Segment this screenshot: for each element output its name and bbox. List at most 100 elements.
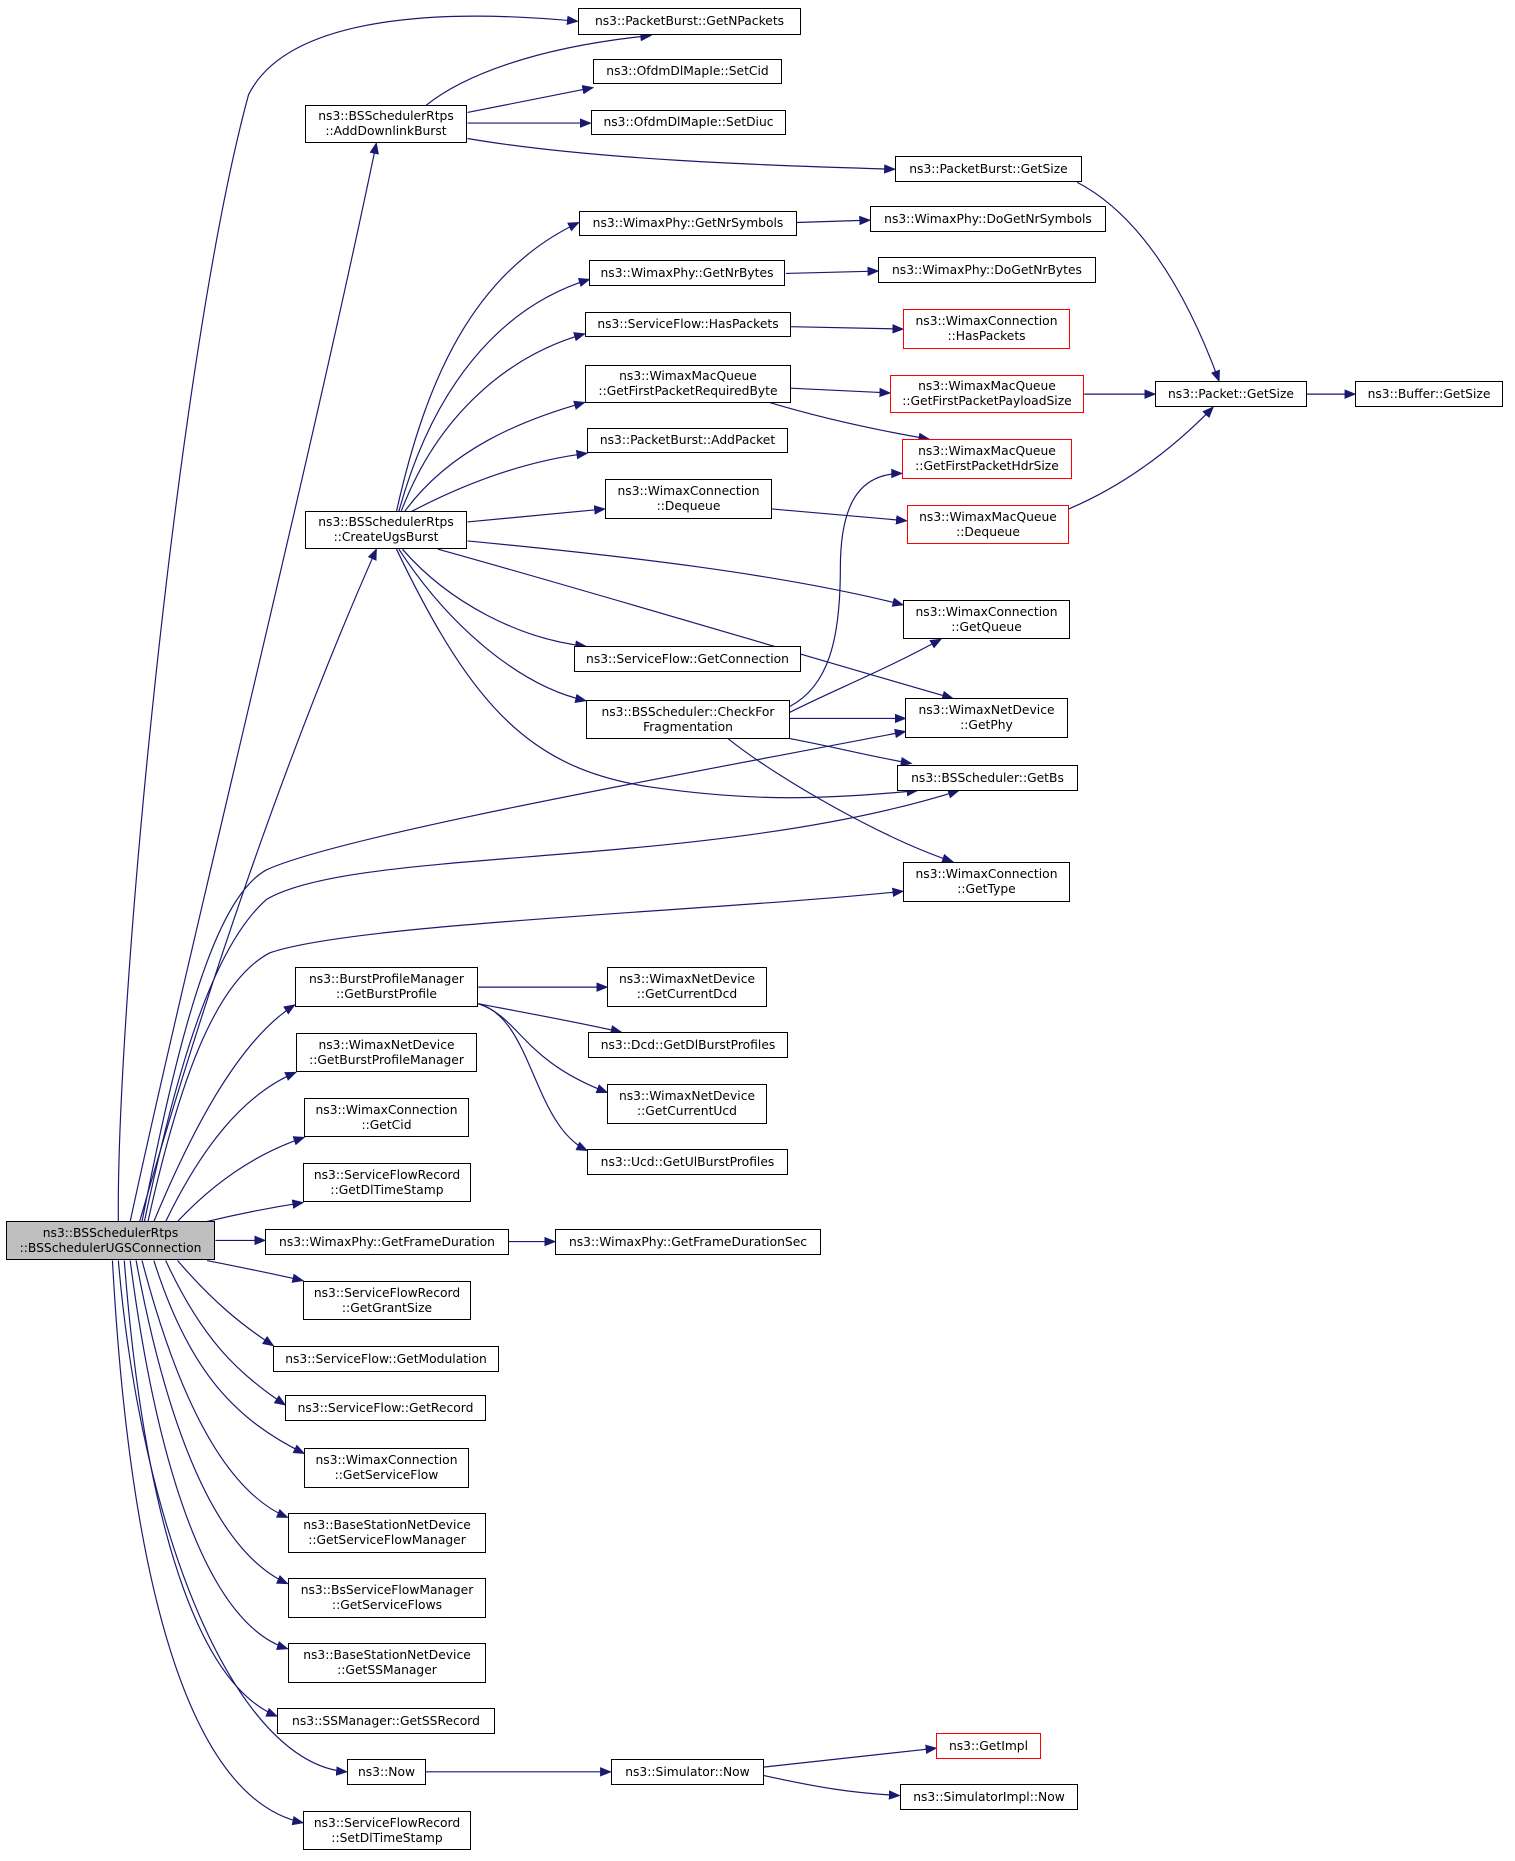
node-buffer-getsize[interactable]: ns3::Buffer::GetSize xyxy=(1355,381,1503,407)
edge-adb-to-pbgetsize xyxy=(467,137,896,174)
node-label-line: ns3::WimaxPhy::DoGetNrBytes xyxy=(892,262,1082,277)
edge-cff-to-hdrsize xyxy=(789,468,904,708)
node-add-downlink-burst[interactable]: ns3::BSSchedulerRtps::AddDownlinkBurst xyxy=(305,105,467,143)
edge-root-to-getserviceflowmanager xyxy=(141,1260,289,1518)
node-basestationnetdevice-getserviceflowmanager[interactable]: ns3::BaseStationNetDevice::GetServiceFlo… xyxy=(288,1513,486,1553)
node-label-line: ns3::ServiceFlowRecord xyxy=(313,1285,461,1300)
node-wimaxphy-getframeduration[interactable]: ns3::WimaxPhy::GetFrameDuration xyxy=(265,1229,509,1255)
node-label-line: ns3::BSSchedulerRtps xyxy=(42,1225,179,1240)
edge-cub-to-getnrbytes xyxy=(398,277,591,512)
node-ofdmdlmapie-setdiuc[interactable]: ns3::OfdmDlMapIe::SetDiuc xyxy=(591,110,786,135)
node-label-line: ::GetType xyxy=(957,882,1016,896)
node-label-line: ns3::WimaxMacQueue xyxy=(919,509,1057,524)
node-dcd-getdlburstprofiles[interactable]: ns3::Dcd::GetDlBurstProfiles xyxy=(588,1032,788,1058)
node-label-line: ns3::GetImpl xyxy=(948,1738,1029,1753)
edge-root-to-adddownlinkburst xyxy=(129,142,379,1222)
node-wimaxconnection-getcid[interactable]: ns3::WimaxConnection::GetCid xyxy=(304,1098,469,1137)
node-ofdmdlmapie-setcid[interactable]: ns3::OfdmDlMapIe::SetCid xyxy=(593,59,782,84)
node-serviceflowrecord-getdltimestamp[interactable]: ns3::ServiceFlowRecord::GetDlTimeStamp xyxy=(303,1163,471,1202)
node-wimaxconnection-getserviceflow[interactable]: ns3::WimaxConnection::GetServiceFlow xyxy=(304,1448,469,1488)
node-wimaxconnection-getqueue[interactable]: ns3::WimaxConnection::GetQueue xyxy=(903,600,1070,639)
edge-rb-to-payloadsize xyxy=(790,387,892,398)
node-wimaxconnection-gettype[interactable]: ns3::WimaxConnection::GetType xyxy=(903,862,1070,902)
node-label-line: ::CreateUgsBurst xyxy=(333,530,439,544)
node-wimaxphy-dogetnrbytes[interactable]: ns3::WimaxPhy::DoGetNrBytes xyxy=(878,257,1096,283)
node-label-line: ns3::ServiceFlow::GetModulation xyxy=(285,1351,487,1366)
node-label-line: ns3::OfdmDlMapIe::SetCid xyxy=(606,64,769,78)
node-label-line: ::Dequeue xyxy=(656,499,721,513)
node-label-line: ns3::ServiceFlowRecord xyxy=(313,1815,461,1830)
node-serviceflow-getmodulation[interactable]: ns3::ServiceFlow::GetModulation xyxy=(273,1346,499,1372)
edge-bpm-to-getdlburstprofiles xyxy=(478,1003,623,1035)
node-bsserviceflowmanager-getserviceflows[interactable]: ns3::BsServiceFlowManager::GetServiceFlo… xyxy=(288,1578,486,1618)
node-label-line: ns3::WimaxNetDevice xyxy=(618,1089,756,1103)
node-packetburst-addpacket[interactable]: ns3::PacketBurst::AddPacket xyxy=(587,428,788,453)
edge-rb-to-hdrsize xyxy=(769,401,931,442)
edge-wmqdequeue-to-packetgetsize xyxy=(1068,406,1215,510)
node-bsscheduler-getbs[interactable]: ns3::BSScheduler::GetBs xyxy=(897,765,1078,791)
node-wimaxconnection-dequeue[interactable]: ns3::WimaxConnection::Dequeue xyxy=(605,479,772,519)
node-packetburst-getsize[interactable]: ns3::PacketBurst::GetSize xyxy=(895,156,1082,182)
node-label-line: ns3::Buffer::GetSize xyxy=(1367,386,1491,401)
node-label-line: ::HasPackets xyxy=(947,329,1026,343)
node-label-line: ns3::BSScheduler::CheckFor xyxy=(601,704,775,719)
edge-simnow-to-getimpl xyxy=(763,1744,938,1768)
node-wimaxphy-dogetnrsymbols[interactable]: ns3::WimaxPhy::DoGetNrSymbols xyxy=(870,206,1106,232)
node-wimaxnetdevice-getcurrentucd[interactable]: ns3::WimaxNetDevice::GetCurrentUcd xyxy=(607,1084,767,1124)
node-serviceflow-getconnection[interactable]: ns3::ServiceFlow::GetConnection xyxy=(574,646,801,672)
node-serviceflowrecord-getgrantsize[interactable]: ns3::ServiceFlowRecord::GetGrantSize xyxy=(303,1281,471,1320)
edge-pbgetsize-to-packetgetsize xyxy=(1076,181,1220,383)
node-label-line: ns3::WimaxPhy::GetNrBytes xyxy=(600,265,774,280)
node-label-line: ns3::ServiceFlowRecord xyxy=(313,1167,461,1182)
node-wimaxnetdevice-getcurrentdcd[interactable]: ns3::WimaxNetDevice::GetCurrentDcd xyxy=(607,967,767,1007)
node-label-line: ::GetCurrentUcd xyxy=(637,1104,737,1118)
node-ssmanager-getssrecord[interactable]: ns3::SSManager::GetSSRecord xyxy=(277,1708,495,1734)
node-simulator-now[interactable]: ns3::Simulator::Now xyxy=(611,1759,764,1785)
node-create-ugs-burst[interactable]: ns3::BSSchedulerRtps::CreateUgsBurst xyxy=(305,511,467,549)
edge-root-to-getphy xyxy=(141,728,907,1222)
node-wimaxphy-getframedurationsec[interactable]: ns3::WimaxPhy::GetFrameDurationSec xyxy=(555,1229,821,1255)
edge-nrsym-to-dogetnrsymbols xyxy=(796,215,872,226)
node-serviceflow-getrecord[interactable]: ns3::ServiceFlow::GetRecord xyxy=(285,1395,486,1421)
edge-root-to-getbs xyxy=(143,789,960,1222)
node-label-line: ::GetServiceFlowManager xyxy=(308,1533,466,1547)
edge-adb-to-getnpackets xyxy=(425,31,653,106)
node-serviceflowrecord-setdltimestamp[interactable]: ns3::ServiceFlowRecord::SetDlTimeStamp xyxy=(303,1811,471,1850)
node-wimaxconnection-haspackets[interactable]: ns3::WimaxConnection::HasPackets xyxy=(903,309,1070,349)
node-packet-getsize[interactable]: ns3::Packet::GetSize xyxy=(1155,381,1307,407)
node-wimaxmacqueue-dequeue[interactable]: ns3::WimaxMacQueue::Dequeue xyxy=(907,505,1069,544)
edge-root-to-getssrecord xyxy=(123,1260,279,1717)
node-serviceflow-haspackets[interactable]: ns3::ServiceFlow::HasPackets xyxy=(585,312,791,337)
node-label-line: ns3::ServiceFlow::HasPackets xyxy=(597,317,779,331)
node-label-line: ns3::WimaxNetDevice xyxy=(918,703,1055,717)
node-wimaxnetdevice-getburstprofilemanager[interactable]: ns3::WimaxNetDevice::GetBurstProfileMana… xyxy=(296,1033,477,1072)
node-wimaxphy-getnrsymbols[interactable]: ns3::WimaxPhy::GetNrSymbols xyxy=(579,211,797,236)
node-ns3-now[interactable]: ns3::Now xyxy=(347,1759,426,1785)
node-burstprofilemanager-getburstprofile[interactable]: ns3::BurstProfileManager::GetBurstProfil… xyxy=(295,967,478,1007)
node-label-line: ns3::BurstProfileManager xyxy=(309,972,464,986)
node-wimaxmacqueue-getfirstpacketpayloadsize[interactable]: ns3::WimaxMacQueue::GetFirstPacketPayloa… xyxy=(890,375,1084,413)
node-wimaxmacqueue-getfirstpackethdrsize[interactable]: ns3::WimaxMacQueue::GetFirstPacketHdrSiz… xyxy=(902,439,1072,479)
node-simulatorimpl-now[interactable]: ns3::SimulatorImpl::Now xyxy=(900,1784,1078,1810)
node-label-line: ::AddDownlinkBurst xyxy=(325,124,447,138)
node-label-line: ns3::Ucd::GetUlBurstProfiles xyxy=(600,1154,775,1169)
node-ns3-getimpl[interactable]: ns3::GetImpl xyxy=(936,1733,1041,1759)
node-label-line: ::GetFirstPacketHdrSize xyxy=(915,459,1059,473)
node-ucd-getulburstprofiles[interactable]: ns3::Ucd::GetUlBurstProfiles xyxy=(587,1149,788,1175)
node-label-line: ns3::WimaxMacQueue xyxy=(918,379,1056,393)
node-packetburst-getnpackets[interactable]: ns3::PacketBurst::GetNPackets xyxy=(578,8,801,35)
edge-cub-to-getphy xyxy=(437,548,954,700)
edge-root-to-getgrantsize xyxy=(207,1259,305,1283)
node-root[interactable]: ns3::BSSchedulerRtps::BSSchedulerUGSConn… xyxy=(6,1221,215,1260)
node-wimaxnetdevice-getphy[interactable]: ns3::WimaxNetDevice::GetPhy xyxy=(905,698,1068,738)
node-label-line: ns3::WimaxConnection xyxy=(617,484,760,498)
edge-root-to-getburstprofilemanager xyxy=(165,1071,297,1222)
node-wimaxmacqueue-getfirstpacketrequiredbyte[interactable]: ns3::WimaxMacQueue::GetFirstPacketRequir… xyxy=(585,365,791,403)
node-label-line: ns3::WimaxMacQueue xyxy=(619,369,757,383)
node-label-line: ::GetBurstProfile xyxy=(336,987,437,1001)
node-wimaxphy-getnrbytes[interactable]: ns3::WimaxPhy::GetNrBytes xyxy=(589,260,785,286)
node-label-line: ns3::BaseStationNetDevice xyxy=(303,1518,471,1532)
node-label-line: ::GetBurstProfileManager xyxy=(309,1052,464,1067)
node-basestationnetdevice-getssmanager[interactable]: ns3::BaseStationNetDevice::GetSSManager xyxy=(288,1643,486,1683)
